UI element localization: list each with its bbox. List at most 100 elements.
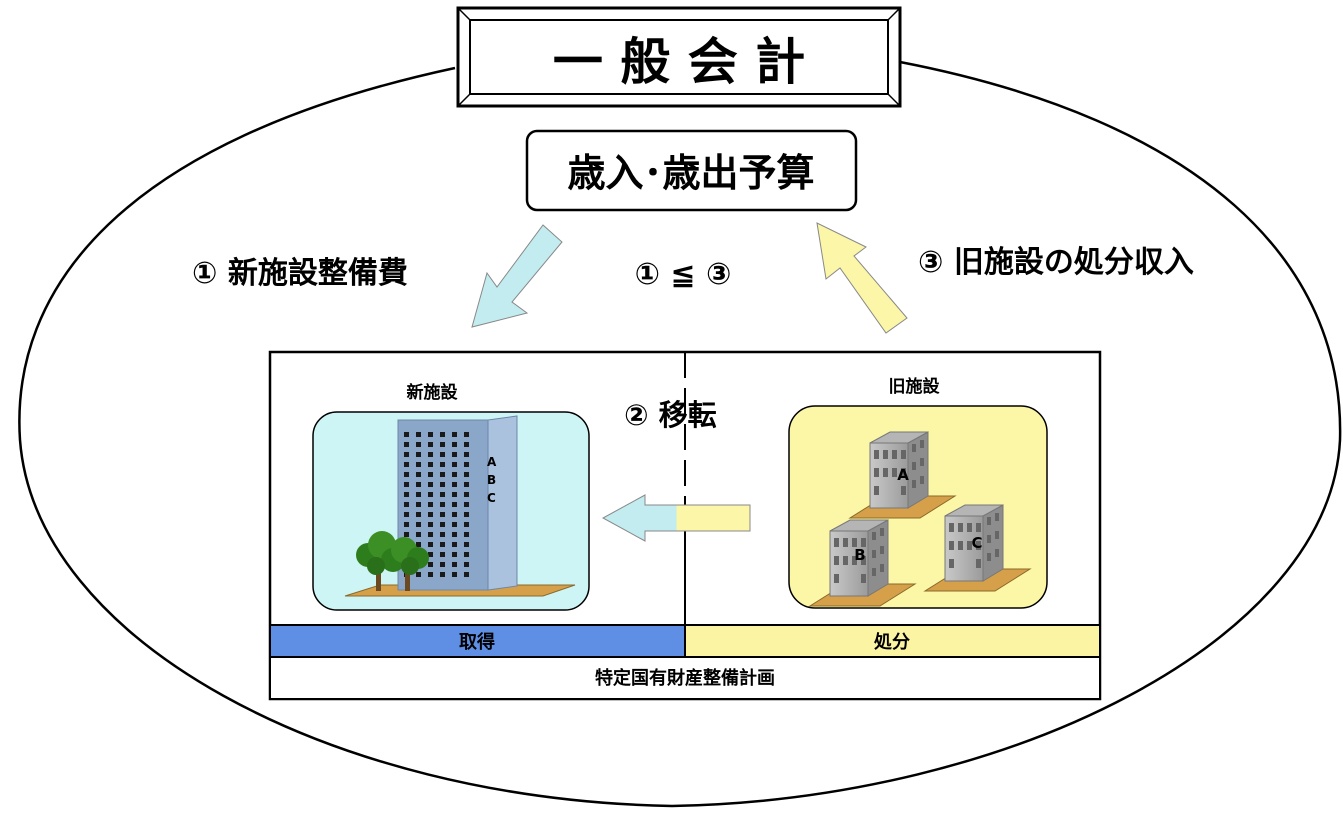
tower-window [428,512,433,517]
general-account-oval [18,60,1342,808]
tower-window [416,492,421,497]
tower-window [416,432,421,437]
tower-window [404,452,409,457]
tower-window [416,482,421,487]
tower-window [464,522,469,527]
new-building-label-b: B [487,473,496,487]
tower-window [404,502,409,507]
tower-window [416,542,421,547]
tower-window [416,442,421,447]
tower-window [428,442,433,447]
old-building-label-b: B [854,546,865,564]
tower-window [404,492,409,497]
new-building-label-c: C [487,491,496,505]
tower-window [404,432,409,437]
tower-window [428,562,433,567]
tower-window [428,472,433,477]
new-facility-picture: A B C [312,411,590,611]
tower-window [452,442,457,447]
tower-window [440,482,445,487]
old-building-label-c: C [971,534,982,552]
tower-window [452,432,457,437]
budget-box-label: 歳入･歳出予算 [567,151,814,195]
tower-window [440,522,445,527]
tower-window [452,552,457,557]
tower-window [464,482,469,487]
tower-window [428,542,433,547]
tower-window [428,462,433,467]
tower-window [440,542,445,547]
tower-window [440,462,445,467]
tower-window [440,472,445,477]
tower-window [416,512,421,517]
tree-icon [356,531,429,591]
tower-window [452,462,457,467]
tower-window [452,572,457,577]
tower-window [416,532,421,537]
tower-window [452,492,457,497]
tower-window [416,502,421,507]
new-facility-caption: 新施設 [407,382,459,403]
tower-window [464,512,469,517]
tower-window [464,552,469,557]
tower-window [440,532,445,537]
relocation-arrow [601,494,751,542]
relocation-label: ② 移転 [624,398,717,432]
revenue-arrow [816,222,908,334]
tower-window [464,452,469,457]
tower-window [428,522,433,527]
tower-window [428,452,433,457]
tower-window [464,472,469,477]
old-facility-caption: 旧施設 [889,376,941,397]
tower-window [464,502,469,507]
acquire-bar-label: 取得 [459,631,495,653]
tower-window [440,552,445,557]
tower-window [416,462,421,467]
old-facility-picture: A B C [788,405,1048,609]
title-text: 一 般 会 計 [553,33,805,91]
tower-window [428,482,433,487]
tower-window [404,482,409,487]
tower-window [416,522,421,527]
tower-window [428,532,433,537]
tower-window [452,562,457,567]
tower-window [440,492,445,497]
tower-window [416,472,421,477]
tower-window [404,462,409,467]
plan-bar [269,656,1101,700]
tower-window [464,532,469,537]
tower-window [440,452,445,457]
tower-window [440,442,445,447]
plan-bar-label: 特定国有財産整備計画 [595,667,775,689]
tower-window [464,572,469,577]
tower-window [404,472,409,477]
tower-window [416,452,421,457]
tower-window [464,492,469,497]
relation-label: ① ≦ ③ [635,257,732,292]
tower-window [416,572,421,577]
tower-window [452,512,457,517]
tower-window [428,572,433,577]
old-building-label-a: A [897,466,909,484]
tower-window [464,562,469,567]
tower-window [452,542,457,547]
tower-window [428,552,433,557]
tower-window [464,442,469,447]
expenditure-arrow [471,224,563,328]
tower-window [440,502,445,507]
dispose-bar-label: 処分 [874,631,910,653]
tower-window [440,512,445,517]
tower-window [452,452,457,457]
tower-window [452,502,457,507]
tower-window [452,522,457,527]
title-box: 一 般 会 計 [456,6,902,108]
tower-window [428,492,433,497]
new-building-label-a: A [487,455,497,469]
tower-window [404,522,409,527]
tower-window [440,432,445,437]
tower-window [464,542,469,547]
tower-window [452,482,457,487]
tower-window [464,432,469,437]
new-facility-cost-label: ① 新施設整備費 [192,256,408,291]
